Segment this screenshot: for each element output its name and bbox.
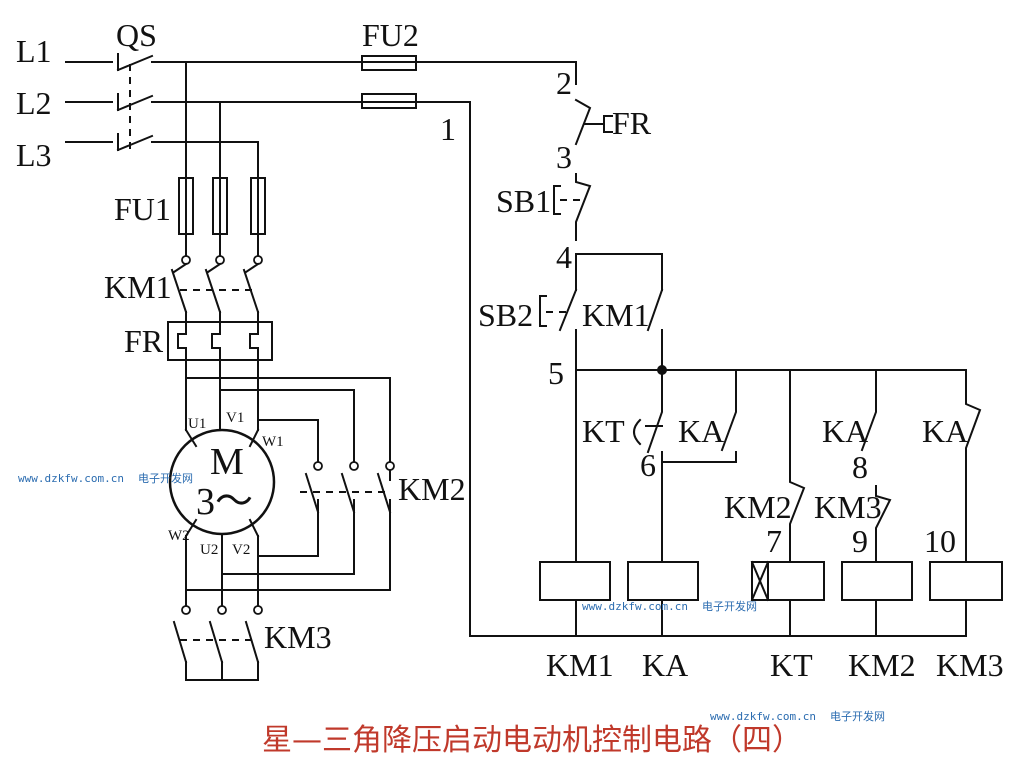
coil-label-ka: KA [642,647,688,683]
fr-contact-label: FR [612,105,652,141]
node-10: 10 [924,523,956,559]
node-1: 1 [440,111,456,147]
coil-kt-timer-mark [751,561,769,601]
kt-branch: KM2 7 [724,369,806,563]
km1-hold-label: KM1 [582,297,650,333]
line-label-l3: L3 [16,137,52,173]
km3-interlock-label: KM3 [814,489,882,525]
ka-contact-label-1: KA [678,413,724,449]
motor-symbol: M [210,441,244,483]
delta-wiring [185,377,391,591]
coils [539,560,1003,637]
ka-self-contact: KA [661,369,737,463]
node-9: 9 [852,523,868,559]
km3-branch: KA 10 [922,369,982,563]
coil-label-km3: KM3 [936,647,1004,683]
terminal-v2: V2 [232,542,250,558]
control-circuit: FU2 2 1 FR 3 SB1 4 [359,17,1004,683]
coil-label-km2: KM2 [848,647,916,683]
fu1-label: FU1 [114,191,171,227]
line-label-l1: L1 [16,33,52,69]
km3-main-contacts: KM3 [172,605,332,681]
line-label-l2: L2 [16,85,52,121]
node-8: 8 [852,449,868,485]
node-4: 4 [556,239,572,275]
terminal-u1: U1 [188,416,206,432]
terminal-u2: U2 [200,542,218,558]
fr-contact: FR [574,98,652,146]
kt-contact: KT [582,369,663,454]
terminal-w2: W2 [168,528,190,544]
sb2-start-button: SB2 [478,288,578,371]
node-7: 7 [766,523,782,559]
km2-branch: KA 8 KM3 9 [814,369,892,563]
fu2-label: FU2 [362,17,419,53]
motor: M 3～ U1 V1 W1 W2 U2 V2 [168,410,284,558]
ka-contact-label-3: KA [922,413,968,449]
km2-main-label: KM2 [398,471,466,507]
km3-main-label: KM3 [264,619,332,655]
km1-holding-contact: KM1 [582,288,664,371]
km2-main-contacts: KM2 [300,461,466,514]
qs-label: QS [116,17,157,53]
coil-km2 [841,561,913,601]
terminal-w1: W1 [262,434,284,450]
motor-phase: 3～ [196,481,253,523]
coil-label-kt: KT [770,647,813,683]
sb1-stop-button: SB1 [496,173,592,241]
ka-contact-label-2: KA [822,413,868,449]
star-wiring [185,555,259,607]
watermark-site-1: www.dzkfw.com.cn [18,472,124,485]
incoming-leads [65,61,113,143]
watermark-cn-2: 电子开发网 [702,599,757,613]
node-2: 2 [556,65,572,101]
fr-thermal-relay: FR [124,321,273,361]
wire-to-node-2 [415,61,577,85]
watermark-site-3: www.dzkfw.com.cn [710,710,816,723]
qs-switch: QS [116,17,259,152]
node-4-branch [575,253,663,291]
kt-contact-label: KT [582,413,625,449]
diagram-title: 星—三角降压启动电动机控制电路（四） [262,723,802,758]
coil-km3 [929,561,1003,601]
coil-ka [627,561,699,601]
return-wire [415,101,967,637]
fu2-fuses: FU2 [359,17,419,109]
fr-main-label: FR [124,323,164,359]
km2-interlock-label: KM2 [724,489,792,525]
coil-label-km1: KM1 [546,647,614,683]
watermarks: www.dzkfw.com.cn 电子开发网 www.dzkfw.com.cn … [18,471,885,723]
km1-main-contacts: KM1 [104,255,263,314]
watermark-cn-1: 电子开发网 [138,471,193,485]
sb1-label: SB1 [496,183,551,219]
coil-kt [751,561,825,601]
power-circuit: L1 L2 L3 QS FU1 [16,17,466,681]
watermark-site-2: www.dzkfw.com.cn [582,600,688,613]
phase-drops [185,61,259,179]
node-5: 5 [548,355,564,391]
terminal-v1: V1 [226,410,244,426]
watermark-cn-3: 电子开发网 [830,709,885,723]
node-6: 6 [640,447,656,483]
node-3: 3 [556,139,572,175]
coil-km1 [539,561,611,601]
sb2-label: SB2 [478,297,533,333]
fu1-fuses: FU1 [114,177,266,235]
km1-main-label: KM1 [104,269,172,305]
